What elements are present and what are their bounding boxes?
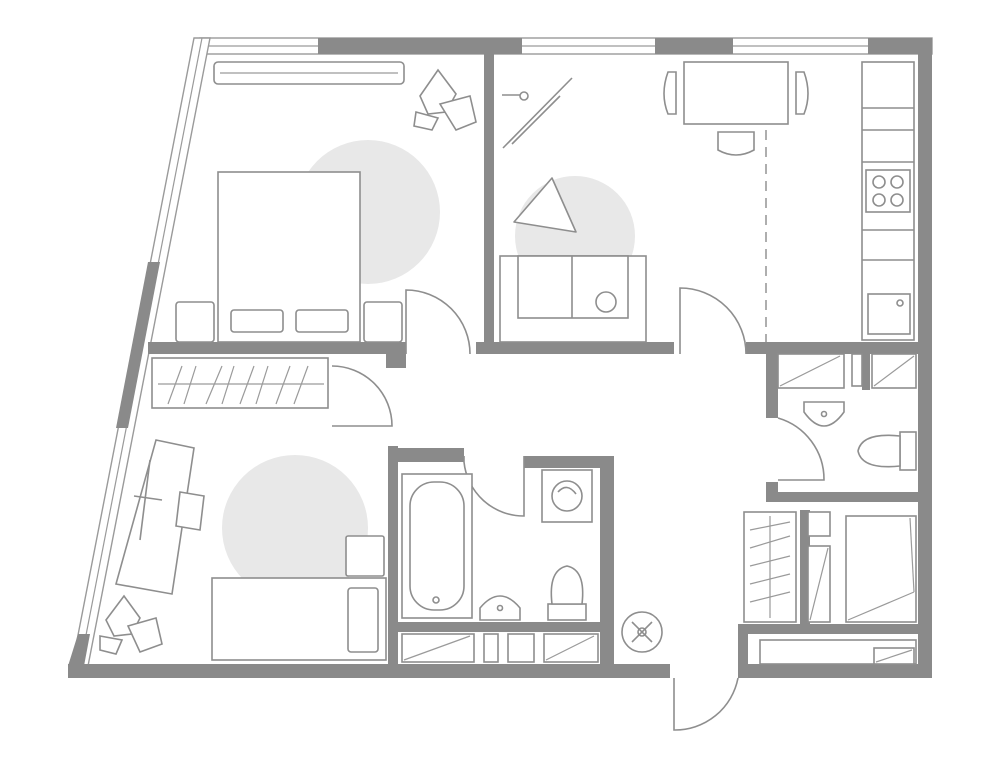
bathroom	[401, 469, 593, 621]
wall-segment	[386, 354, 406, 368]
pillow	[230, 309, 284, 333]
cabinet	[507, 633, 535, 663]
storage	[401, 353, 917, 665]
bed-icon	[217, 171, 361, 343]
wall-segment	[738, 664, 932, 678]
interior-walls	[148, 54, 932, 678]
cabinet	[845, 515, 917, 623]
wall-segment	[68, 634, 90, 666]
nightstand	[175, 301, 215, 343]
wall-segment	[388, 446, 398, 668]
wall-segment	[68, 664, 670, 678]
wall-segment	[766, 354, 778, 418]
chair-icon	[663, 71, 677, 115]
toilet-icon	[857, 431, 917, 471]
bedroom	[175, 61, 477, 343]
wc	[803, 401, 917, 471]
tv-icon	[502, 77, 573, 149]
sink-icon	[803, 401, 845, 427]
wall-segment	[800, 510, 810, 624]
plant-icon	[99, 594, 163, 655]
wall-segment	[766, 492, 932, 502]
door-bathroom	[463, 456, 525, 517]
chair-icon	[717, 131, 755, 156]
door-entrance	[673, 677, 739, 731]
door-kitchen	[679, 287, 747, 355]
wall-segment	[388, 448, 464, 462]
nightstand	[345, 535, 385, 577]
washing-machine-icon	[541, 469, 593, 523]
pillow	[295, 309, 349, 333]
wardrobe-icon	[151, 357, 329, 409]
door-wc	[777, 417, 825, 481]
light-spot-room	[222, 455, 368, 601]
doors	[331, 287, 825, 731]
desk-icon	[114, 439, 205, 595]
wall-segment	[318, 38, 522, 54]
plant-icon	[413, 68, 477, 131]
wall-segment	[862, 354, 870, 390]
cabinet	[807, 511, 831, 537]
chair-icon	[175, 491, 205, 531]
wall-segment	[148, 342, 406, 354]
exterior-walls	[68, 37, 933, 678]
wall-segment	[738, 624, 932, 634]
wardrobe-icon	[743, 511, 797, 623]
toilet-icon	[547, 565, 587, 621]
room	[99, 357, 387, 661]
monitor-icon	[139, 459, 151, 541]
nightstand	[363, 301, 403, 343]
coffee-table	[513, 177, 577, 233]
sink-icon	[479, 595, 521, 621]
stove-icon	[865, 169, 911, 213]
wall-segment	[918, 38, 932, 678]
pillow	[347, 587, 379, 653]
chair-icon	[795, 71, 809, 115]
bed-icon	[211, 577, 387, 661]
sink-icon	[867, 293, 911, 335]
bathtub-icon	[401, 473, 473, 619]
wall-segment	[738, 624, 748, 678]
wall-segment	[868, 38, 932, 54]
dining-table-icon	[663, 61, 809, 156]
living-kitchen	[499, 61, 915, 343]
wall-segment	[476, 342, 674, 354]
kitchen-counter	[861, 61, 915, 341]
wall-segment	[600, 456, 614, 668]
sofa-icon	[499, 255, 647, 343]
wall-segment	[398, 622, 600, 632]
cabinet	[851, 353, 863, 387]
wall-segment	[655, 38, 733, 54]
wall-segment	[524, 456, 614, 468]
wall-segment	[746, 342, 932, 354]
wall-segment	[484, 54, 494, 352]
wall-segment	[116, 262, 160, 428]
door-room	[331, 365, 393, 427]
floor-drain-icon	[621, 611, 663, 653]
door-bedroom	[405, 289, 471, 355]
cabinet	[483, 633, 499, 663]
cushion	[595, 291, 617, 313]
